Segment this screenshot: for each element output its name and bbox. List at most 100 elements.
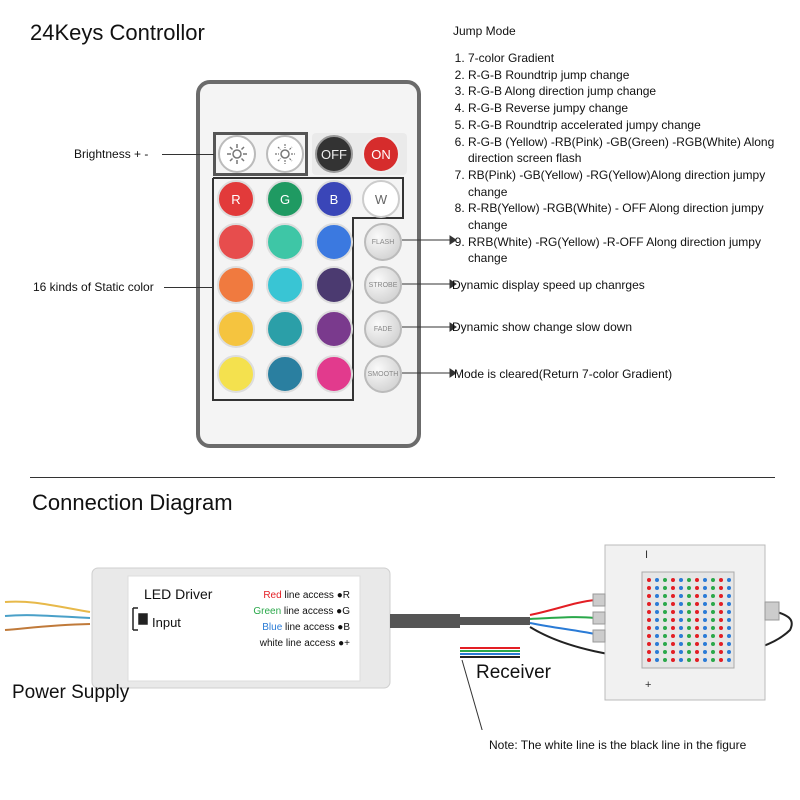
led-dot [663, 634, 667, 638]
led-dot [647, 586, 651, 590]
led-driver-label-plate [127, 575, 361, 682]
led-dot [703, 634, 707, 638]
led-dot [655, 586, 659, 590]
line-access-text: line access [285, 622, 335, 633]
led-dot [671, 586, 675, 590]
color-button[interactable] [217, 266, 255, 304]
led-dot [687, 594, 691, 598]
led-dot [695, 578, 699, 582]
green-line-access: Green line access ●G [230, 606, 350, 617]
jump-mode-item: RRB(White) -RG(Yellow) -R-OFF Along dire… [468, 234, 793, 267]
jump-mode-item: R-G-B Roundtrip jump change [468, 67, 793, 84]
brightness-box [213, 132, 308, 176]
led-dot [695, 610, 699, 614]
color-button[interactable] [217, 355, 255, 393]
speed-up-label: Dynamic display speed up chanrges [452, 278, 645, 292]
led-dot [671, 658, 675, 662]
strobe-button[interactable]: STROBE [364, 266, 402, 304]
led-dot [727, 626, 731, 630]
led-dot [703, 578, 707, 582]
led-dot [647, 594, 651, 598]
led-dot [679, 602, 683, 606]
led-dot [719, 618, 723, 622]
led-dot [695, 602, 699, 606]
color-button[interactable] [266, 310, 304, 348]
color-button[interactable] [315, 223, 353, 261]
line-access-text: line access [283, 606, 334, 617]
jump-mode-item: RB(Pink) -GB(Yellow) -RG(Yellow)Along di… [468, 167, 793, 200]
color-button[interactable] [315, 266, 353, 304]
led-dot [655, 642, 659, 646]
color-button[interactable] [315, 310, 353, 348]
fade-button[interactable]: FADE [364, 310, 402, 348]
led-dot [679, 610, 683, 614]
mode-arrows [402, 235, 457, 378]
led-dot [695, 626, 699, 630]
led-dot [647, 618, 651, 622]
led-dot [711, 578, 715, 582]
off-button[interactable]: OFF [315, 135, 353, 173]
red-button[interactable]: R [217, 180, 255, 218]
led-dot [655, 658, 659, 662]
color-button[interactable] [217, 310, 255, 348]
pin-dot: ● [336, 606, 343, 617]
led-dot [703, 602, 707, 606]
led-dot [711, 602, 715, 606]
led-dot [719, 586, 723, 590]
sun-icon [227, 144, 247, 164]
led-dot [703, 658, 707, 662]
led-dot [655, 650, 659, 654]
pin-dot: ● [336, 590, 343, 601]
section-divider [30, 477, 775, 478]
led-dot [727, 578, 731, 582]
led-dot [663, 658, 667, 662]
led-dot [727, 634, 731, 638]
led-dot [711, 634, 715, 638]
led-dot [671, 626, 675, 630]
led-dot [703, 650, 707, 654]
led-dot [727, 610, 731, 614]
led-chip-tabs [592, 593, 780, 643]
blue-button[interactable]: B [315, 180, 353, 218]
led-dot [671, 594, 675, 598]
led-dot [671, 602, 675, 606]
brightness-down-button[interactable] [266, 135, 304, 173]
led-dot [711, 642, 715, 646]
color-button[interactable] [217, 223, 255, 261]
smooth-button[interactable]: SMOOTH [364, 355, 402, 393]
led-dot [663, 650, 667, 654]
led-dot [679, 626, 683, 630]
led-dot [719, 642, 723, 646]
green-button[interactable]: G [266, 180, 304, 218]
receiver-label: Receiver [476, 662, 551, 683]
jump-mode-item: R-G-B Roundtrip accelerated jumpy change [468, 117, 793, 134]
color-button[interactable] [266, 355, 304, 393]
color-button[interactable] [266, 223, 304, 261]
led-dot [687, 626, 691, 630]
white-line-access: white line access ●+ [230, 638, 350, 649]
jump-mode-item: R-G-B Reverse jumpy change [468, 100, 793, 117]
pin-dot: ● [337, 622, 344, 633]
on-button[interactable]: ON [362, 135, 400, 173]
brightness-leader [162, 154, 214, 155]
color-button[interactable] [315, 355, 353, 393]
led-grid [647, 578, 731, 662]
led-dot [679, 634, 683, 638]
white-button[interactable]: W [362, 180, 400, 218]
led-dot [663, 578, 667, 582]
led-dot [647, 642, 651, 646]
led-dot [663, 586, 667, 590]
color-button[interactable] [266, 266, 304, 304]
led-dot [703, 586, 707, 590]
flash-button[interactable]: FLASH [364, 223, 402, 261]
led-dot [695, 618, 699, 622]
brightness-up-button[interactable] [218, 135, 256, 173]
led-dot [703, 610, 707, 614]
led-dot [655, 602, 659, 606]
led-dot [711, 650, 715, 654]
led-dot [687, 618, 691, 622]
led-dot [695, 650, 699, 654]
blue-line-access: Blue line access ●B [230, 622, 350, 633]
led-dot [703, 618, 707, 622]
led-dot [663, 626, 667, 630]
